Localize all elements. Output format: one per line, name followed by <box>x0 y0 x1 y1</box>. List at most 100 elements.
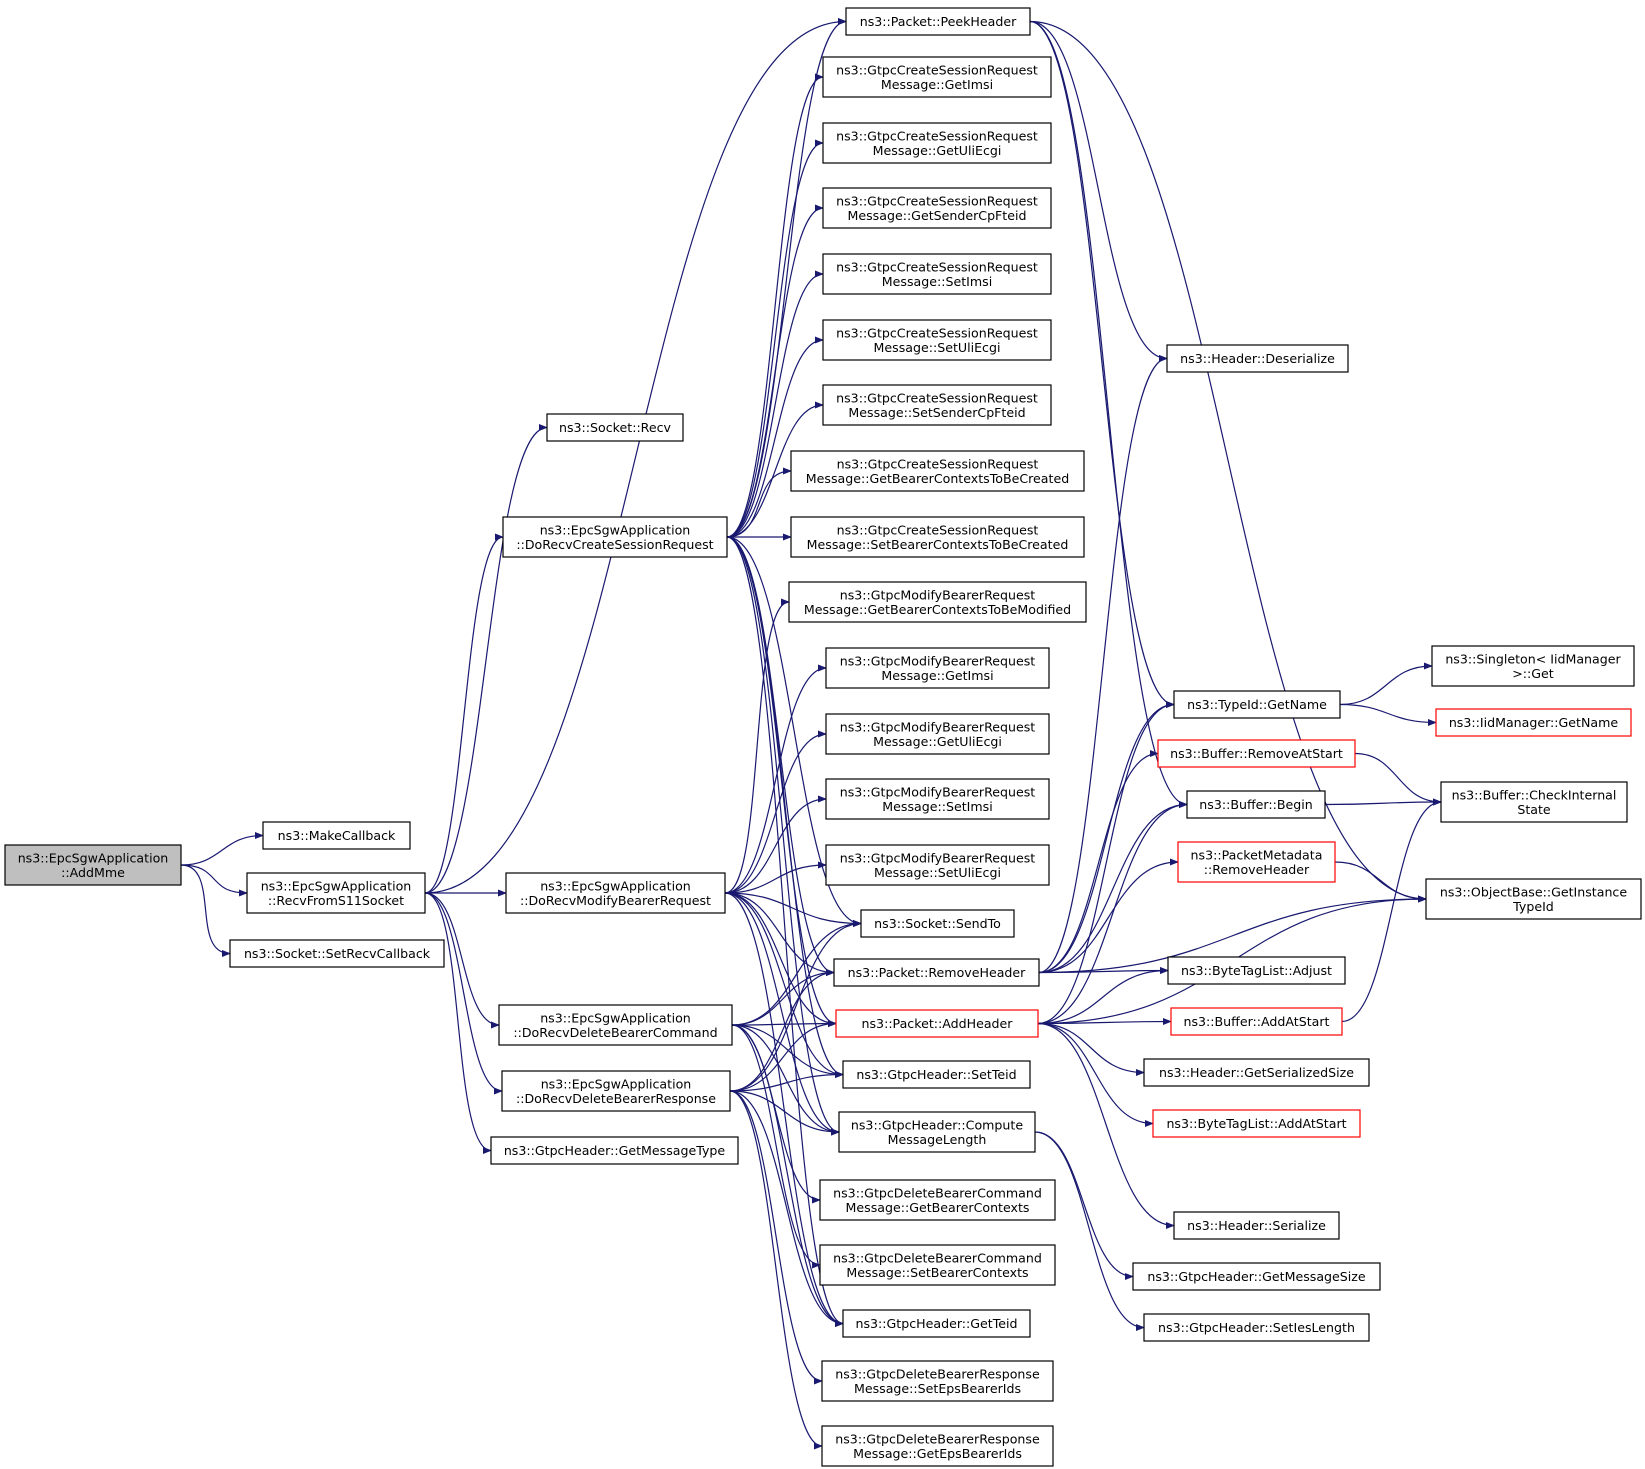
node-label-setieslen-line-0: ns3::GtpcHeader::SetIesLength <box>1158 1320 1355 1335</box>
node-box-pm_removeheader <box>1177 841 1336 883</box>
node-label-cs_setuli-line-0: ns3::GtpcCreateSessionRequest <box>836 325 1038 340</box>
node-removeheader[interactable]: ns3::Packet::RemoveHeader <box>833 958 1040 987</box>
node-mb_getuli[interactable]: ns3::GtpcModifyBearerRequestMessage::Get… <box>825 713 1050 755</box>
node-dorecvdelresp[interactable]: ns3::EpcSgwApplication::DoRecvDeleteBear… <box>501 1070 731 1112</box>
node-label-dorecvcreate-line-0: ns3::EpcSgwApplication <box>540 522 691 537</box>
node-pm_removeheader[interactable]: ns3::PacketMetadata::RemoveHeader <box>1177 841 1336 883</box>
node-headerserialize[interactable]: ns3::Header::Serialize <box>1173 1211 1340 1240</box>
node-getmsgsize[interactable]: ns3::GtpcHeader::GetMessageSize <box>1132 1262 1381 1291</box>
node-label-cs_setbctbc-line-0: ns3::GtpcCreateSessionRequest <box>837 522 1039 537</box>
node-box-makecallback <box>262 821 411 850</box>
node-label-headerserialize-line-0: ns3::Header::Serialize <box>1187 1218 1326 1233</box>
node-addheader[interactable]: ns3::Packet::AddHeader <box>835 1009 1039 1038</box>
node-dbr_seteps[interactable]: ns3::GtpcDeleteBearerResponseMessage::Se… <box>821 1360 1054 1402</box>
node-mb_setimsi[interactable]: ns3::GtpcModifyBearerRequestMessage::Set… <box>825 778 1050 820</box>
node-iidgetname[interactable]: ns3::IidManager::GetName <box>1435 708 1632 737</box>
node-removeatstart[interactable]: ns3::Buffer::RemoveAtStart <box>1157 739 1356 768</box>
edge-dorecvmodify-to-mb_setimsi <box>724 795 827 894</box>
edge-dorecvmodify-to-mb_getimsi <box>724 664 827 894</box>
node-peekheader[interactable]: ns3::Packet::PeekHeader <box>845 7 1031 36</box>
edge-computelen-to-setieslen <box>1034 1131 1145 1332</box>
node-mb_getimsi[interactable]: ns3::GtpcModifyBearerRequestMessage::Get… <box>825 647 1050 689</box>
node-label-checkinternal-line-0: ns3::Buffer::CheckInternal <box>1452 787 1617 802</box>
node-cs_setbctbc[interactable]: ns3::GtpcCreateSessionRequestMessage::Se… <box>790 516 1085 558</box>
node-setieslen[interactable]: ns3::GtpcHeader::SetIesLength <box>1143 1313 1370 1342</box>
node-label-dbc_getbc-line-1: Message::GetBearerContexts <box>846 1200 1030 1215</box>
node-label-typeidgetname-line-0: ns3::TypeId::GetName <box>1187 697 1327 712</box>
edge-bufferbegin-to-checkinternal <box>1324 798 1442 806</box>
edge-removeheader-to-getinstancetypeid <box>1038 895 1427 974</box>
node-makecallback[interactable]: ns3::MakeCallback <box>262 821 411 850</box>
node-label-iidgetname-line-0: ns3::IidManager::GetName <box>1449 715 1619 730</box>
node-mb_getbctbm[interactable]: ns3::GtpcModifyBearerRequestMessage::Get… <box>788 581 1087 623</box>
node-label-sendto-line-0: ns3::Socket::SendTo <box>874 916 1001 931</box>
edge-dorecvmodify-to-mb_setuli <box>724 861 827 894</box>
node-label-mb_setimsi-line-0: ns3::GtpcModifyBearerRequest <box>840 784 1036 799</box>
node-addatstart[interactable]: ns3::Buffer::AddAtStart <box>1170 1007 1343 1036</box>
node-box-singletonget <box>1431 645 1635 687</box>
edge-recvfroms11-to-dorecvcreate <box>424 533 504 894</box>
node-label-addatstart-line-0: ns3::Buffer::AddAtStart <box>1183 1014 1329 1029</box>
node-getteid[interactable]: ns3::GtpcHeader::GetTeid <box>842 1309 1031 1338</box>
edge-dorecvmodify-to-setteid <box>724 892 844 1079</box>
node-dbr_geteps[interactable]: ns3::GtpcDeleteBearerResponseMessage::Ge… <box>821 1425 1054 1467</box>
edge-layer <box>180 17 1442 1450</box>
node-box-btl_addatstart <box>1152 1109 1361 1138</box>
node-bufferbegin[interactable]: ns3::Buffer::Begin <box>1186 790 1326 819</box>
node-mb_setuli[interactable]: ns3::GtpcModifyBearerRequestMessage::Set… <box>825 844 1050 886</box>
node-box-removeheader <box>833 958 1040 987</box>
node-label-cs_setsender-line-1: Message::SetSenderCpFteid <box>848 405 1025 420</box>
node-label-singletonget-line-0: ns3::Singleton< IidManager <box>1445 651 1621 666</box>
node-dorecvdelcmd[interactable]: ns3::EpcSgwApplication::DoRecvDeleteBear… <box>498 1004 733 1046</box>
node-label-mb_setuli-line-1: Message::SetUliEcgi <box>874 865 1001 880</box>
node-box-addatstart <box>1170 1007 1343 1036</box>
node-cs_getbctbc[interactable]: ns3::GtpcCreateSessionRequestMessage::Ge… <box>790 450 1085 492</box>
node-btl_adjust[interactable]: ns3::ByteTagList::Adjust <box>1167 956 1346 985</box>
node-box-mb_setuli <box>825 844 1050 886</box>
node-cs_setuli[interactable]: ns3::GtpcCreateSessionRequestMessage::Se… <box>822 319 1052 361</box>
node-box-socketrecv <box>546 413 684 442</box>
node-cs_getsender[interactable]: ns3::GtpcCreateSessionRequestMessage::Ge… <box>822 187 1052 229</box>
node-cs_getimsi[interactable]: ns3::GtpcCreateSessionRequestMessage::Ge… <box>822 56 1052 98</box>
node-dbc_getbc[interactable]: ns3::GtpcDeleteBearerCommandMessage::Get… <box>819 1179 1056 1221</box>
node-label-cs_setimsi-line-1: Message::SetImsi <box>882 274 992 289</box>
node-dorecvcreate[interactable]: ns3::EpcSgwApplication::DoRecvCreateSess… <box>502 516 728 558</box>
edge-recvfroms11-to-dorecvdelcmd <box>424 892 500 1029</box>
node-typeidgetname[interactable]: ns3::TypeId::GetName <box>1173 690 1341 719</box>
edge-removeheader-to-pm_removeheader <box>1038 858 1179 974</box>
node-box-dbr_geteps <box>821 1425 1054 1467</box>
node-cs_getuli[interactable]: ns3::GtpcCreateSessionRequestMessage::Ge… <box>822 122 1052 164</box>
node-label-pm_removeheader-line-0: ns3::PacketMetadata <box>1191 847 1323 862</box>
node-getmsgtype[interactable]: ns3::GtpcHeader::GetMessageType <box>490 1136 739 1165</box>
node-dorecvmodify[interactable]: ns3::EpcSgwApplication::DoRecvModifyBear… <box>505 872 726 914</box>
node-getserialsize[interactable]: ns3::Header::GetSerializedSize <box>1143 1058 1370 1087</box>
node-deserialize[interactable]: ns3::Header::Deserialize <box>1166 344 1349 373</box>
node-label-cs_setuli-line-1: Message::SetUliEcgi <box>874 340 1001 355</box>
node-box-cs_setsender <box>822 384 1052 426</box>
edge-addmme-to-recvfroms11 <box>180 864 248 897</box>
node-box-getmsgsize <box>1132 1262 1381 1291</box>
node-box-iidgetname <box>1435 708 1632 737</box>
node-btl_addatstart[interactable]: ns3::ByteTagList::AddAtStart <box>1152 1109 1361 1138</box>
node-setteid[interactable]: ns3::GtpcHeader::SetTeid <box>842 1060 1031 1089</box>
node-cs_setsender[interactable]: ns3::GtpcCreateSessionRequestMessage::Se… <box>822 384 1052 426</box>
node-label-setteid-line-0: ns3::GtpcHeader::SetTeid <box>856 1067 1016 1082</box>
node-addmme[interactable]: ns3::EpcSgwApplication::AddMme <box>4 844 182 886</box>
node-label-deserialize-line-0: ns3::Header::Deserialize <box>1180 351 1335 366</box>
node-socketrecv[interactable]: ns3::Socket::Recv <box>546 413 684 442</box>
node-box-getteid <box>842 1309 1031 1338</box>
node-box-peekheader <box>845 7 1031 36</box>
node-recvfroms11[interactable]: ns3::EpcSgwApplication::RecvFromS11Socke… <box>246 872 426 914</box>
node-sendto[interactable]: ns3::Socket::SendTo <box>860 909 1015 938</box>
node-setrecvcallback[interactable]: ns3::Socket::SetRecvCallback <box>229 939 445 968</box>
edge-peekheader-to-deserialize <box>1029 20 1168 363</box>
node-dbc_setbc[interactable]: ns3::GtpcDeleteBearerCommandMessage::Set… <box>819 1244 1056 1286</box>
node-label-getserialsize-line-0: ns3::Header::GetSerializedSize <box>1159 1065 1354 1080</box>
node-cs_setimsi[interactable]: ns3::GtpcCreateSessionRequestMessage::Se… <box>822 253 1052 295</box>
node-box-mb_setimsi <box>825 778 1050 820</box>
edge-dorecvmodify-to-addheader <box>724 892 837 1028</box>
node-singletonget[interactable]: ns3::Singleton< IidManager >::Get <box>1431 645 1635 687</box>
